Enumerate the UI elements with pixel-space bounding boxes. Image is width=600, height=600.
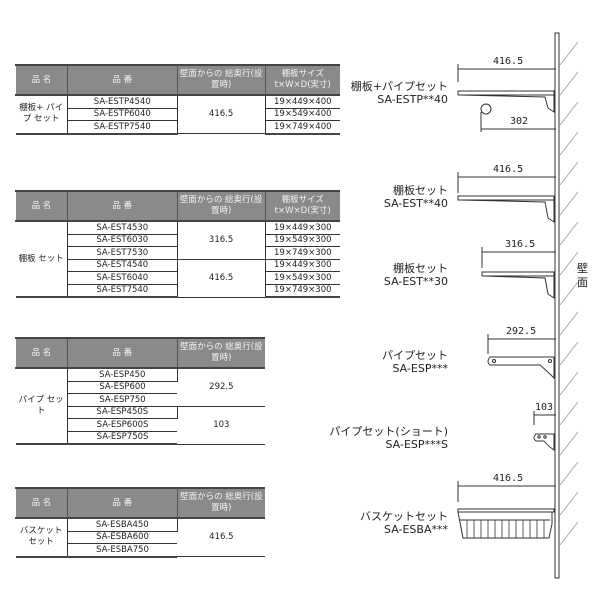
spec-table-basket: 品 名 品 番 壁面からの 総奥行(設置時) バスケット セット SA-ESBA… xyxy=(15,487,265,558)
part-number: SA-ESBA600 xyxy=(67,531,178,544)
part-number: SA-ESP600S xyxy=(67,418,178,432)
dimension-label: 302 xyxy=(510,116,529,127)
item-title: パイプセット xyxy=(382,349,448,362)
part-number: SA-ESP450 xyxy=(67,368,178,382)
part-number: SA-ESBA450 xyxy=(67,518,178,532)
item-title: バスケットセット xyxy=(360,510,448,523)
shelf-size: 19×749×300 xyxy=(265,284,340,298)
item-label-pipe: パイプセット SA-ESP*** xyxy=(382,349,448,375)
part-number: SA-ESBA750 xyxy=(67,543,178,558)
shelf-size: 19×749×300 xyxy=(265,246,340,260)
installation-diagram: 416.5 302 416.5 316.5 292.5 103 416.5 棚板… xyxy=(329,0,600,600)
part-number: SA-ESTP7540 xyxy=(67,120,178,135)
header-name: 品 名 xyxy=(15,64,68,96)
part-number: SA-ESP750 xyxy=(67,393,178,407)
header-part: 品 番 xyxy=(66,487,178,519)
header-name: 品 名 xyxy=(15,190,68,222)
part-number: SA-ESP450S xyxy=(67,406,178,419)
spec-table-shelf: 品 名 品 番 壁面からの 総奥行(設置時) 棚板サイズ t×W×D(実寸) 棚… xyxy=(15,190,340,298)
item-code: SA-ESP***S xyxy=(385,438,449,451)
dimension-label: 416.5 xyxy=(493,56,524,67)
spec-table-pipe: 品 名 品 番 壁面からの 総奥行(設置時) パイプ セット SA-ESP450… xyxy=(15,337,265,445)
depth-value: 292.5 xyxy=(177,368,265,407)
part-number: SA-EST7540 xyxy=(67,284,178,298)
product-name: パイプ セット xyxy=(15,368,68,445)
product-name: バスケット セット xyxy=(15,518,68,558)
shelf-size: 19×749×400 xyxy=(265,120,340,135)
depth-value: 316.5 xyxy=(177,221,266,260)
part-number: SA-EST7530 xyxy=(67,246,178,260)
shelf-size: 19×449×400 xyxy=(265,95,340,109)
depth-value: 416.5 xyxy=(177,95,266,134)
part-number: SA-ESTP4540 xyxy=(67,95,178,109)
product-name: 棚板 セット xyxy=(15,221,68,298)
item-code: SA-ESBA*** xyxy=(384,523,448,536)
item-label-shelf-40: 棚板セット SA-EST**40 xyxy=(384,184,448,210)
dimension-label: 292.5 xyxy=(506,326,537,337)
depth-value: 416.5 xyxy=(177,518,265,557)
item-code: SA-ESP*** xyxy=(392,362,448,375)
dimension-label: 416.5 xyxy=(493,164,524,175)
header-size: 棚板サイズ t×W×D(実寸) xyxy=(264,190,340,222)
header-depth: 壁面からの 総奥行(設置時) xyxy=(176,190,266,222)
spec-table-shelf-pipe: 品 名 品 番 壁面からの 総奥行(設置時) 棚板サイズ t×W×D(実寸) 棚… xyxy=(15,64,340,135)
header-part: 品 番 xyxy=(66,190,178,222)
part-number: SA-EST4540 xyxy=(67,259,178,272)
shelf-size: 19×449×300 xyxy=(265,259,340,272)
header-name: 品 名 xyxy=(15,487,68,519)
item-label-pipe-short: パイプセット(ショート) SA-ESP***S xyxy=(329,425,448,451)
part-number: SA-EST6040 xyxy=(67,271,178,285)
wall-bracket-drawing xyxy=(457,32,579,579)
header-depth: 壁面からの 総奥行(設置時) xyxy=(176,337,265,369)
header-depth: 壁面からの 総奥行(設置時) xyxy=(176,64,266,96)
item-code: SA-EST**30 xyxy=(383,275,448,288)
item-title: パイプセット(ショート) xyxy=(329,425,448,438)
header-part: 品 番 xyxy=(66,64,178,96)
product-name: 棚板+ パイプ セット xyxy=(15,95,68,135)
item-title: 棚板+パイプセット xyxy=(350,80,448,93)
item-label-shelf-pipe: 棚板+パイプセット SA-ESTP**40 xyxy=(351,80,448,106)
item-code: SA-ESTP**40 xyxy=(377,93,448,106)
header-name: 品 名 xyxy=(15,337,68,369)
header-depth: 壁面からの 総奥行(設置時) xyxy=(176,487,265,519)
item-title: 棚板セット xyxy=(393,262,448,275)
dimension-label: 316.5 xyxy=(505,239,536,250)
dimension-label: 416.5 xyxy=(493,473,524,484)
dimension-label: 103 xyxy=(535,402,554,413)
shelf-size: 19×449×300 xyxy=(265,221,340,235)
part-number: SA-EST4530 xyxy=(67,221,178,235)
depth-value: 416.5 xyxy=(177,259,266,298)
part-number: SA-ESP750S xyxy=(67,431,178,445)
wall-label: 壁面 xyxy=(577,262,588,289)
item-label-basket: バスケットセット SA-ESBA*** xyxy=(360,510,448,536)
item-title: 棚板セット xyxy=(393,184,448,197)
header-size: 棚板サイズ t×W×D(実寸) xyxy=(264,64,340,96)
part-number: SA-EST6030 xyxy=(67,234,178,247)
depth-value: 103 xyxy=(177,406,265,445)
shelf-size: 19×549×400 xyxy=(265,108,340,121)
shelf-size: 19×549×300 xyxy=(265,234,340,247)
part-number: SA-ESP600 xyxy=(67,381,178,394)
part-number: SA-ESTP6040 xyxy=(67,108,178,121)
item-code: SA-EST**40 xyxy=(383,197,448,210)
item-label-shelf-30: 棚板セット SA-EST**30 xyxy=(384,262,448,288)
shelf-size: 19×549×300 xyxy=(265,271,340,285)
header-part: 品 番 xyxy=(66,337,178,369)
